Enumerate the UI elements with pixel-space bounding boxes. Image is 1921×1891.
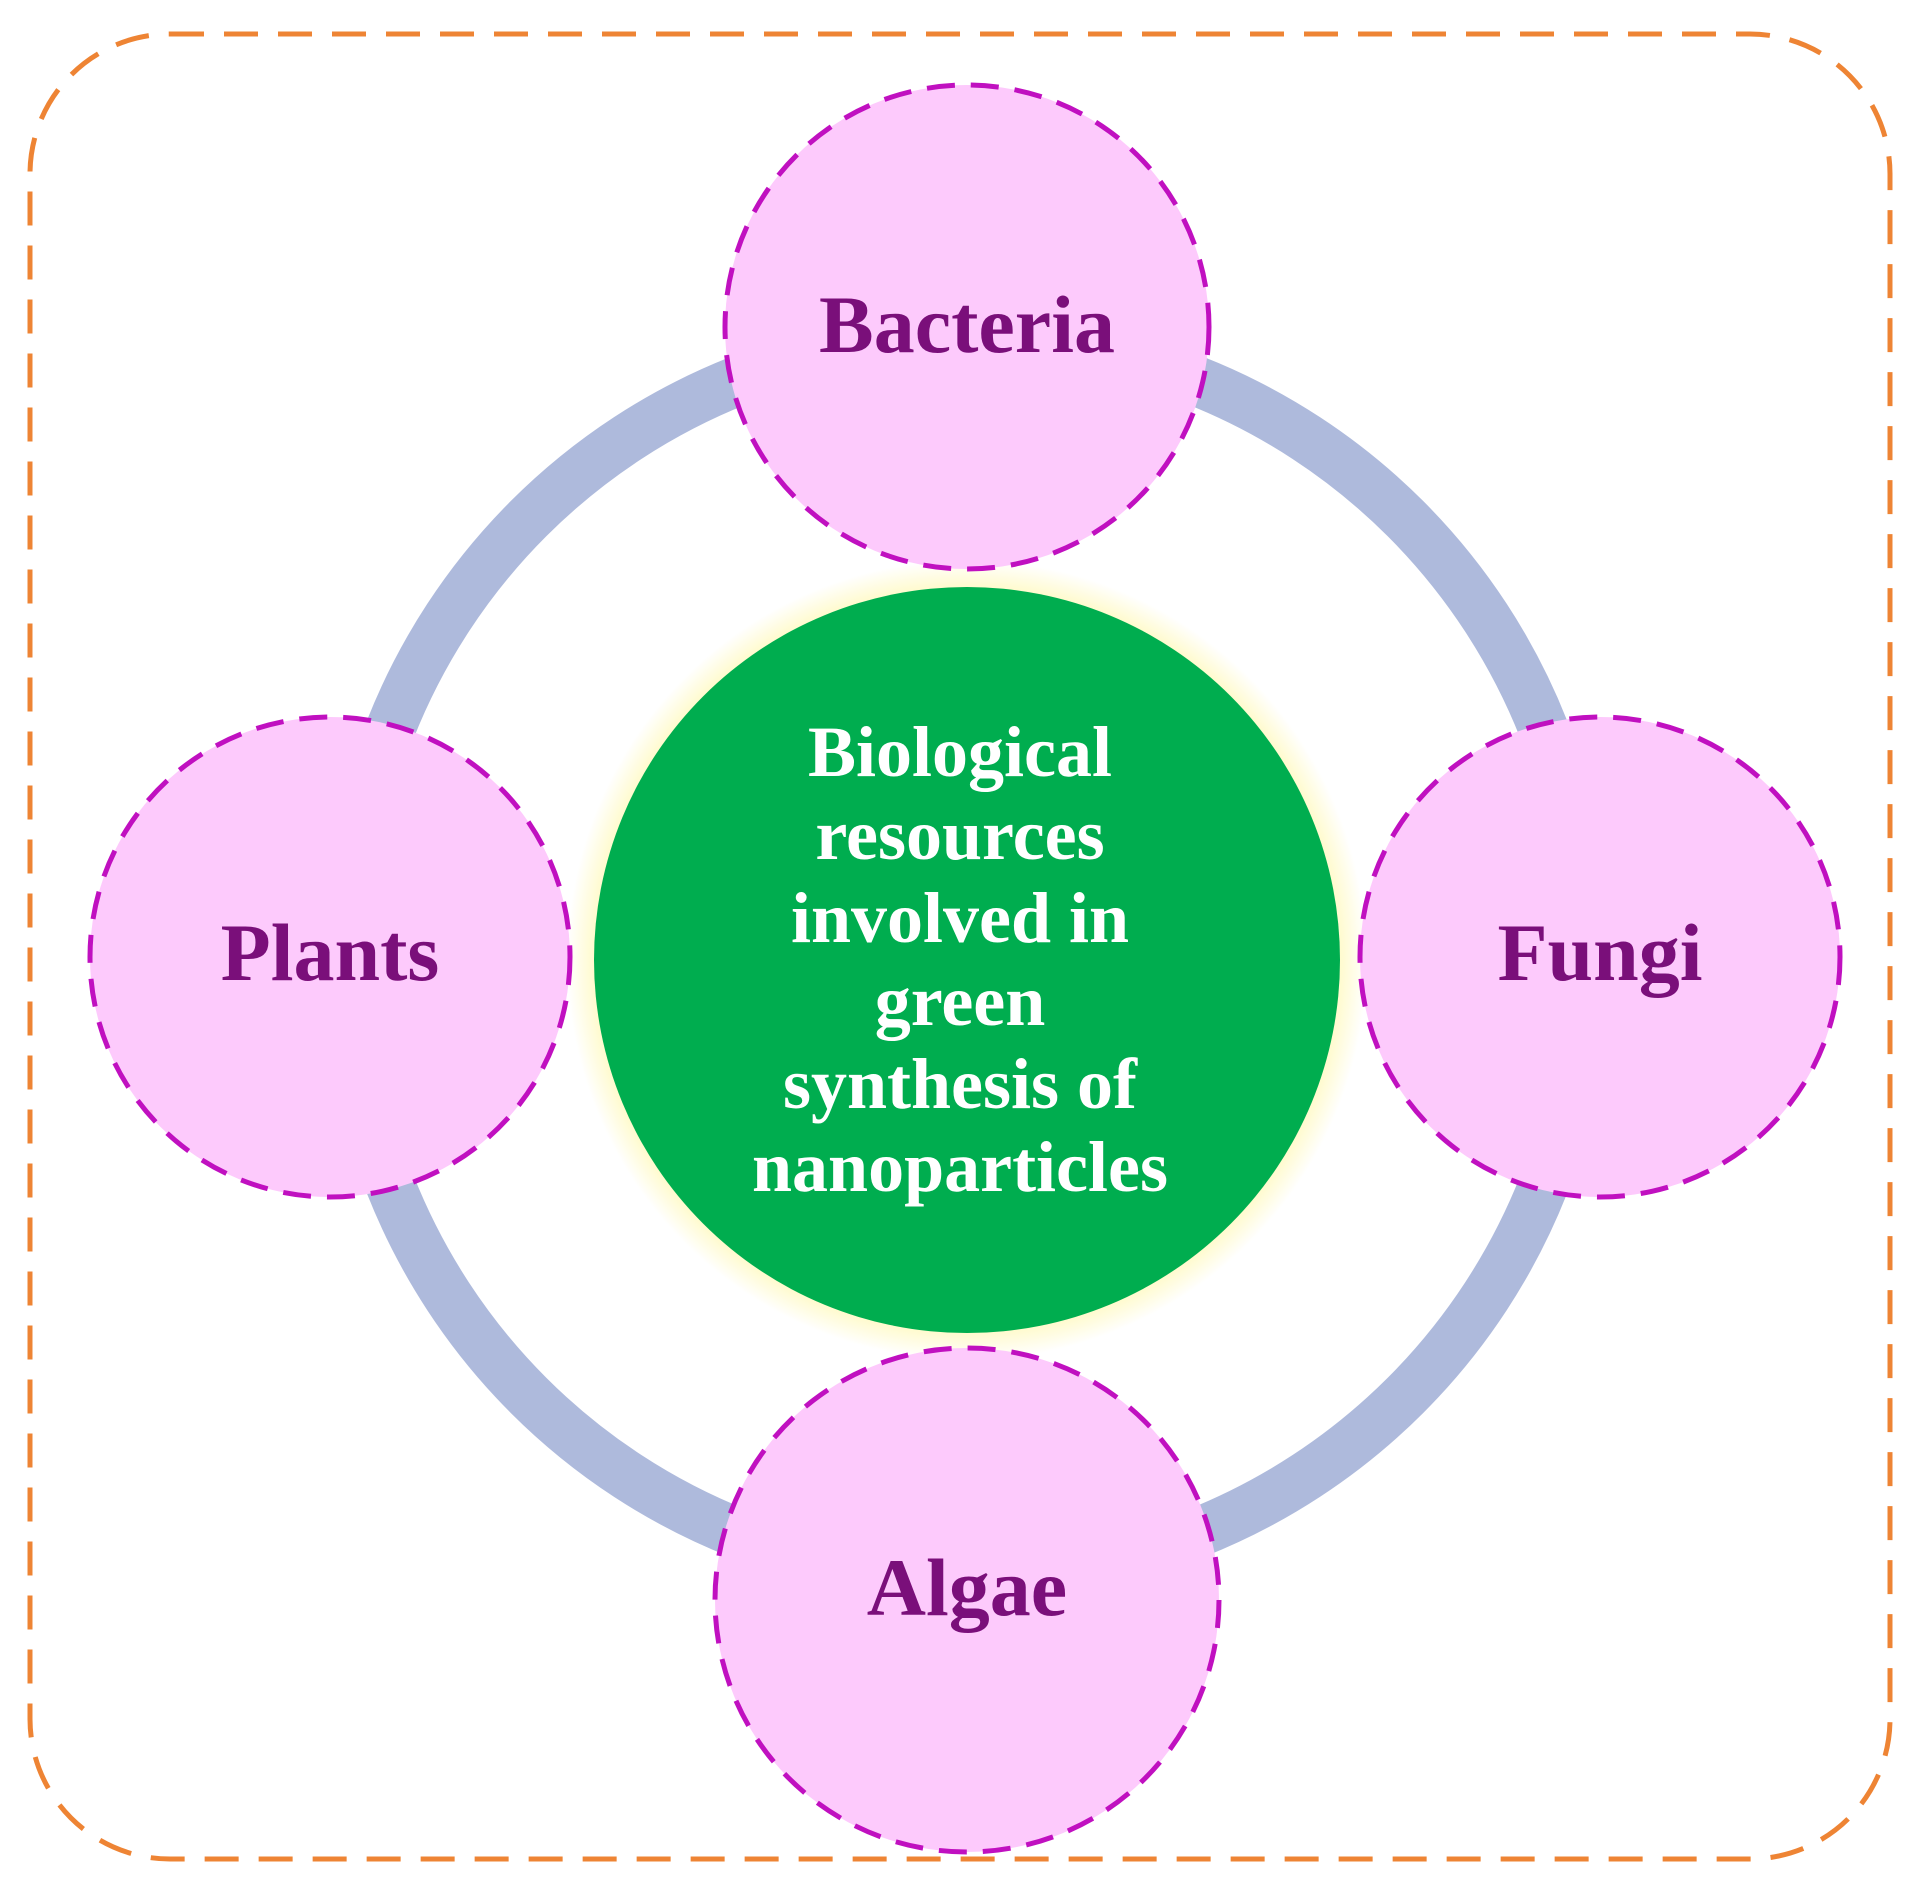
- center-title-line-3: involved in: [790, 878, 1130, 958]
- node-plants-circle: [87, 714, 573, 1200]
- center-title-line-1: Biological: [808, 712, 1112, 792]
- node-algae-circle: [712, 1345, 1222, 1855]
- node-plants-label: Plants: [220, 907, 440, 998]
- node-fungi-circle: [1357, 714, 1843, 1200]
- outer-frame: [27, 31, 1893, 1862]
- node-fungi-label: Fungi: [1497, 907, 1703, 998]
- center-circle: [594, 587, 1340, 1333]
- center-title-line-4: green: [874, 961, 1046, 1041]
- center-title-line-5: synthesis of: [782, 1044, 1138, 1124]
- node-bacteria-label: Bacteria: [819, 279, 1115, 370]
- center-title: Biological resources involved in green s…: [640, 680, 1280, 1240]
- center-title-line-6: nanoparticles: [751, 1127, 1168, 1207]
- node-algae-label: Algae: [866, 1542, 1068, 1633]
- center-title-line-2: resources: [815, 795, 1105, 875]
- node-bacteria-circle: [722, 82, 1212, 572]
